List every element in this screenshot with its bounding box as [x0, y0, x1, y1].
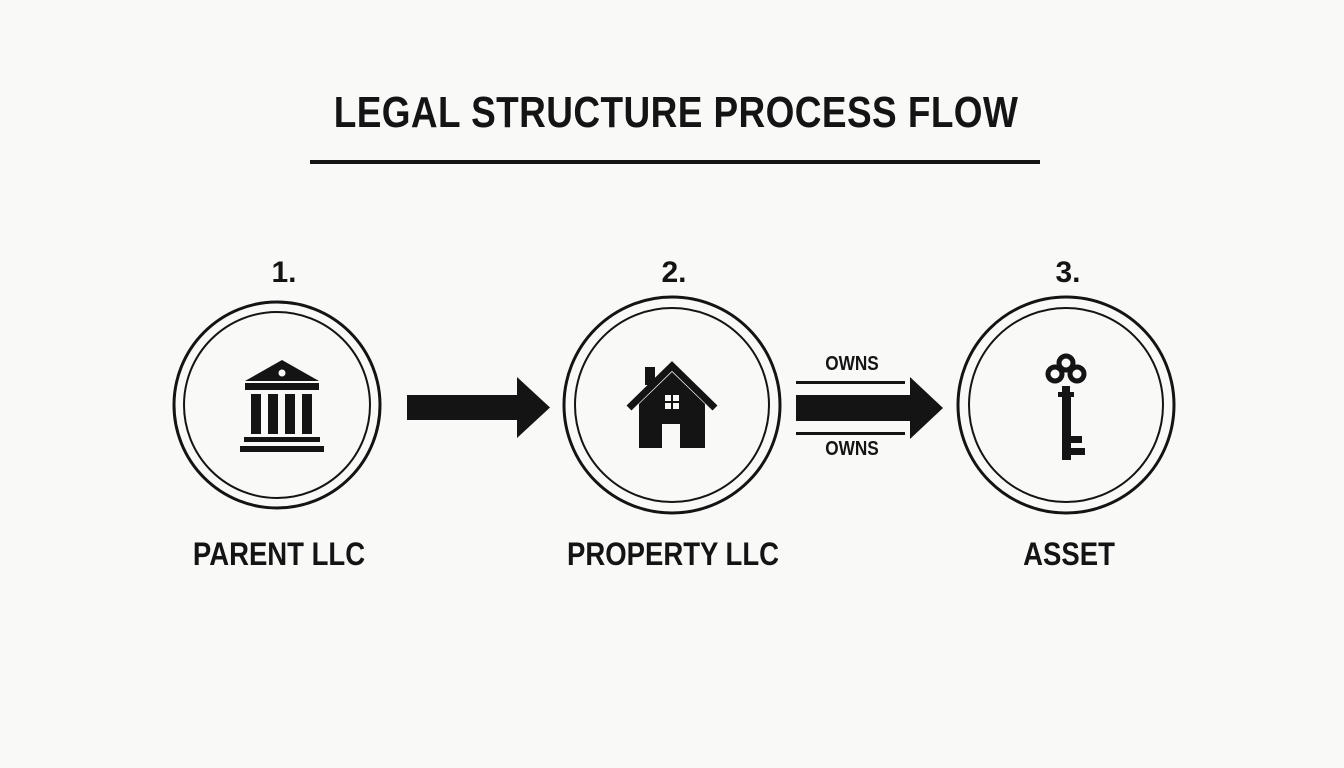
step-3-label: ASSET: [1023, 536, 1115, 572]
step-3-node: [956, 295, 1176, 515]
connector-property-to-asset: [796, 377, 943, 439]
owns-label-bottom: OWNS: [825, 438, 879, 460]
step-3-outer-ring: [956, 295, 1176, 515]
step-2-label: PROPERTY LLC: [566, 536, 780, 572]
step-1-outer-ring: [172, 300, 382, 510]
key-icon: [1045, 353, 1087, 460]
step-1-label: PARENT LLC: [192, 536, 366, 572]
step-2-node: [562, 295, 782, 515]
step-1-number: 1.: [271, 256, 297, 289]
step-3-number: 3.: [1055, 256, 1081, 289]
diagram-title: LEGAL STRUCTURE PROCESS FLOW: [333, 88, 1019, 137]
step-1-inner-ring: [183, 311, 371, 499]
step-1-node: [172, 300, 382, 510]
step-2-inner-ring: [574, 307, 770, 503]
owns-label-top: OWNS: [825, 353, 879, 375]
bank-building-icon: [240, 360, 324, 452]
title-underline: [310, 160, 1040, 164]
step-2-number: 2.: [661, 256, 687, 289]
step-3-inner-ring: [968, 307, 1164, 503]
connector-parent-to-property: [407, 377, 550, 438]
house-icon: [626, 361, 718, 448]
step-2-outer-ring: [562, 295, 782, 515]
